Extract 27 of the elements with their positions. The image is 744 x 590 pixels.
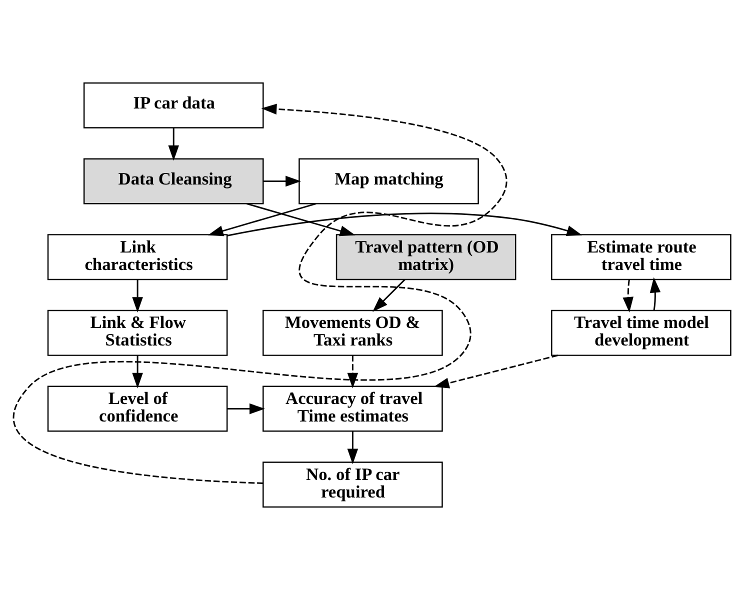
arrow (168, 128, 180, 161)
arrow (347, 355, 358, 388)
node-box: Data Cleansing (83, 158, 264, 204)
node-box: Map matching (298, 158, 479, 204)
arrow (650, 277, 661, 310)
arrow (227, 212, 582, 236)
node-box: Estimate route travel time (551, 234, 732, 280)
node-box: No. of IP car required (262, 462, 443, 508)
node-box: Accuracy of travel Time estimates (262, 386, 443, 432)
arrow (132, 355, 143, 388)
arrow (14, 104, 507, 484)
arrow (208, 202, 316, 236)
node-box: Travel pattern (OD matrix) (336, 234, 516, 280)
node-box: Level of confidence (47, 386, 228, 432)
node-box: Link & Flow Statistics (47, 310, 228, 356)
node-box: IP car data (83, 82, 264, 128)
node-box: Movements OD & Taxi ranks (262, 310, 443, 356)
arrow (372, 279, 406, 312)
arrow (622, 279, 634, 312)
arrow (132, 280, 143, 313)
node-box: Travel time model development (551, 310, 732, 356)
arrow (264, 176, 302, 187)
arrow (347, 431, 358, 464)
arrow (227, 403, 265, 414)
arrow (246, 202, 356, 236)
node-box: Link characteristics (47, 234, 228, 280)
arrow (434, 354, 558, 388)
